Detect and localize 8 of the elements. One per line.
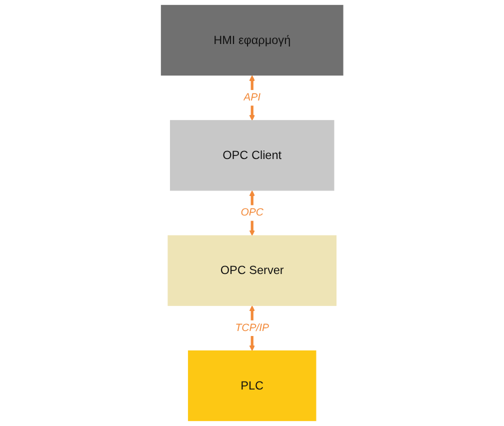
- node-box: OPC Client: [170, 120, 334, 191]
- arrow: [249, 190, 255, 236]
- edge-label: API: [244, 92, 260, 104]
- edge-label: OPC: [240, 207, 264, 218]
- node-box: PLC: [188, 350, 316, 422]
- edge-label: TCP/IP: [235, 322, 269, 334]
- node-box: OPC Server: [168, 235, 336, 306]
- node-box: HMI εφαρμογή: [160, 4, 344, 76]
